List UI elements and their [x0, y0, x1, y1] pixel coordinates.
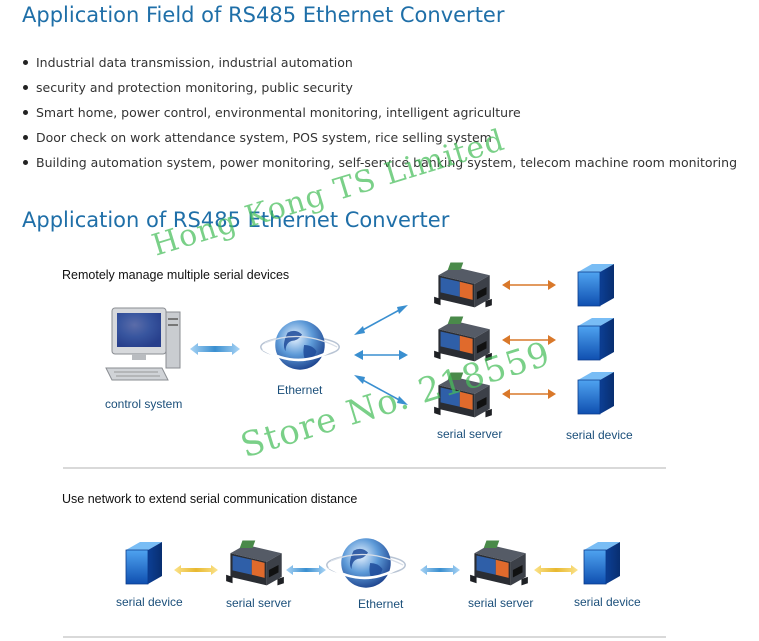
double-arrow-icon	[354, 348, 408, 362]
serial-device-label: serial device	[116, 595, 183, 609]
control-system-label: control system	[105, 397, 183, 411]
list-item: security and protection monitoring, publ…	[22, 75, 737, 100]
list-item: Door check on work attendance system, PO…	[22, 125, 737, 150]
double-arrow-icon	[174, 564, 218, 576]
double-arrow-icon	[502, 388, 556, 400]
computer-icon	[104, 306, 184, 386]
serial-server-icon	[432, 370, 494, 422]
list-item: Smart home, power control, environmental…	[22, 100, 737, 125]
double-arrow-icon	[190, 342, 240, 356]
double-arrow-icon	[420, 564, 460, 576]
serial-server-icon	[224, 538, 286, 590]
double-arrow-icon	[354, 302, 408, 338]
serial-server-icon	[468, 538, 530, 590]
serial-device-cube-icon	[574, 316, 618, 364]
diagram2-caption: Use network to extend serial communicati…	[62, 492, 358, 506]
double-arrow-icon	[286, 564, 326, 576]
serial-device-cube-icon	[574, 262, 618, 310]
diagram1-caption: Remotely manage multiple serial devices	[62, 268, 290, 282]
ethernet-label: Ethernet	[277, 383, 323, 397]
double-arrow-icon	[502, 279, 556, 291]
application-field-list: Industrial data transmission, industrial…	[22, 50, 737, 175]
globe-icon	[258, 314, 342, 380]
serial-device-label: serial device	[574, 595, 641, 609]
list-item: Industrial data transmission, industrial…	[22, 50, 737, 75]
list-item: Building automation system, power monito…	[22, 150, 737, 175]
serial-server-icon	[432, 314, 494, 366]
serial-server-label: serial server	[437, 427, 503, 441]
field-title: Application Field of RS485 Ethernet Conv…	[22, 3, 505, 27]
divider	[63, 636, 666, 638]
ethernet-label: Ethernet	[358, 597, 404, 611]
serial-device-cube-icon	[580, 540, 624, 588]
serial-server-icon	[432, 260, 494, 312]
divider	[63, 467, 666, 469]
globe-icon	[324, 532, 408, 598]
double-arrow-icon	[354, 372, 408, 408]
serial-server-label: serial server	[226, 596, 292, 610]
serial-device-label: serial device	[566, 428, 633, 442]
double-arrow-icon	[534, 564, 578, 576]
serial-device-cube-icon	[122, 540, 166, 588]
serial-server-label: serial server	[468, 596, 534, 610]
double-arrow-icon	[502, 334, 556, 346]
application-title: Application of RS485 Ethernet Converter	[22, 208, 450, 232]
serial-device-cube-icon	[574, 370, 618, 418]
